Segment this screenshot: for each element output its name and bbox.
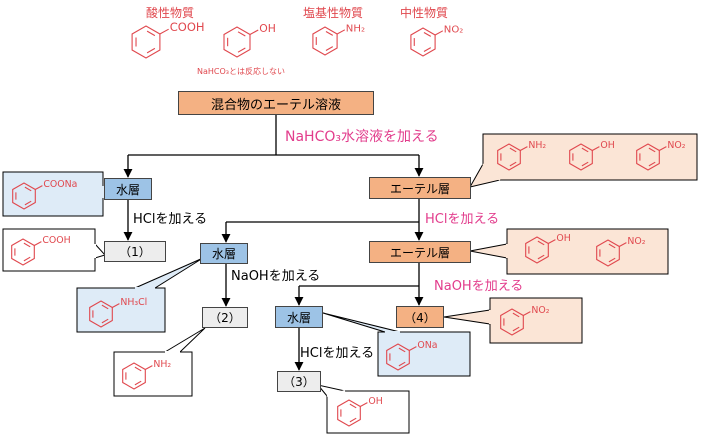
- aq1-callout-molecule-label: COONa: [43, 179, 77, 190]
- ether2-callout-nitro-label: NO₂: [627, 236, 645, 247]
- legend-neutral-molecule-label: NO₂: [444, 24, 464, 35]
- p3-callout: [316, 384, 410, 434]
- aq3-box: 水層: [275, 306, 323, 328]
- aq1-box: 水層: [104, 178, 152, 200]
- aq3-callout-molecule: ONa: [386, 340, 437, 371]
- p4-callout: [443, 297, 583, 344]
- ether2-box: エーテル層: [369, 241, 471, 263]
- ether1-box: エーテル層: [369, 177, 471, 199]
- ether2-callout-nitro: NO₂: [596, 236, 646, 267]
- aq3-callout-molecule-label: ONa: [417, 340, 437, 351]
- p3-box: （3）: [277, 371, 321, 392]
- ether1-callout-amine-label: NH₂: [528, 140, 546, 151]
- step-naoh-1-label: NaOHを加える: [231, 269, 321, 284]
- ether2-callout-phenol: OH: [525, 233, 571, 264]
- legend-basic-molecule: NH₂: [312, 23, 365, 56]
- step-nahco3-label: NaHCO₃水溶液を加える: [285, 129, 439, 145]
- ether1-callout: [469, 133, 698, 188]
- aq2-callout-molecule: NH₃Cl: [89, 297, 147, 328]
- p4-callout-molecule-label: NO₂: [531, 305, 549, 316]
- legend-neutral-molecule: NO₂: [410, 24, 464, 57]
- legend-basic-label: 塩基性物質: [303, 6, 364, 20]
- p3-callout-molecule: OH: [337, 396, 383, 427]
- aq1-callout-molecule: COONa: [12, 179, 77, 210]
- legend-phenol-molecule: OH: [223, 22, 276, 58]
- p1-callout-molecule: COOH: [11, 235, 71, 266]
- p4-callout-molecule: NO₂: [500, 305, 550, 336]
- step-naoh-2-label: NaOHを加える: [434, 279, 524, 294]
- legend-acidic-molecule-label: COOH: [170, 20, 205, 34]
- ether1-callout-phenol: OH: [569, 140, 615, 171]
- ether1-callout-phenol-label: OH: [600, 140, 614, 151]
- p1-box: （1）: [104, 241, 166, 262]
- ether2-callout: [469, 228, 669, 275]
- step-hcl-1-label: HClを加える: [133, 212, 208, 227]
- aq2-box: 水層: [200, 243, 248, 264]
- legend-acidic-molecule: COOH: [131, 20, 205, 59]
- p3-callout-molecule-label: OH: [368, 396, 382, 407]
- aq3-callout: [322, 312, 471, 377]
- ether2-callout-phenol-label: OH: [556, 233, 570, 244]
- aq1-callout: [2, 171, 105, 217]
- legend-acidic-label: 酸性物質: [146, 6, 195, 20]
- p1-callout-molecule-label: COOH: [42, 235, 70, 246]
- ether1-callout-nitro-label: NO₂: [667, 140, 685, 151]
- aq2-callout: [76, 257, 204, 333]
- aq2-callout-molecule-label: NH₃Cl: [120, 297, 147, 308]
- legend-neutral-label: 中性物質: [400, 6, 449, 20]
- p1-callout: [2, 228, 106, 272]
- p4-box: （4）: [396, 306, 444, 328]
- legend-phenol-molecule-label: OH: [259, 22, 276, 35]
- ether1-callout-amine: NH₂: [497, 140, 546, 171]
- legend-basic-molecule-label: NH₂: [346, 23, 365, 34]
- p2-callout-molecule: NH₂: [122, 359, 171, 390]
- legend-note: NaHCO₃とは反応しない: [197, 67, 285, 76]
- p2-callout-molecule-label: NH₂: [153, 359, 171, 370]
- ether1-callout-nitro: NO₂: [636, 140, 686, 171]
- mixture-box: 混合物のエーテル溶液: [178, 91, 374, 115]
- p2-box: （2）: [202, 307, 248, 328]
- step-hcl-2-label: HClを加える: [425, 212, 500, 227]
- step-hcl-3-label: HClを加える: [300, 346, 375, 361]
- p2-callout: [113, 327, 206, 397]
